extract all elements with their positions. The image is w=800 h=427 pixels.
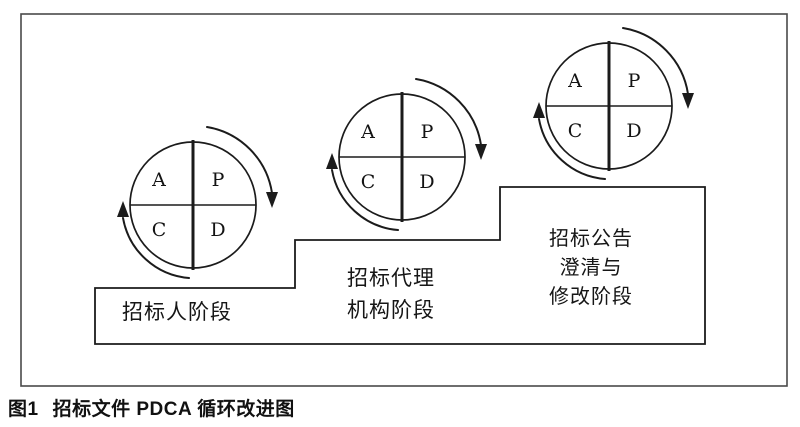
- quadrant-label-d: D: [210, 219, 225, 241]
- quadrant-label-a: A: [151, 169, 166, 191]
- pdca-diagram-svg: A P C D A P C D A: [20, 13, 788, 387]
- pdca-cycle-1: A P C D: [117, 126, 278, 279]
- step-label-announcement-stage: 招标公告 澄清与 修改阶段: [529, 225, 653, 312]
- arrowhead-up-icon: [533, 102, 545, 118]
- figure-title: 招标文件 PDCA 循环改进图: [52, 399, 295, 420]
- step-label-bidder-stage: 招标人阶段: [122, 299, 292, 327]
- quadrant-label-p: P: [212, 169, 225, 191]
- rotation-arrow-top-right: [622, 27, 689, 95]
- step-label-line: 修改阶段: [549, 286, 633, 308]
- step-label-line: 招标人阶段: [122, 301, 232, 324]
- rotation-arrow-bottom-left: [122, 217, 190, 279]
- rotation-arrow-top-right: [206, 126, 273, 194]
- figure-caption: 图1 招标文件 PDCA 循环改进图: [8, 394, 295, 421]
- rotation-arrow-bottom-left: [538, 118, 606, 180]
- step-label-agency-stage: 招标代理 机构阶段: [330, 263, 452, 327]
- diagram-border: [20, 13, 788, 387]
- arrowhead-up-icon: [117, 201, 129, 217]
- quadrant-label-c: C: [361, 171, 376, 193]
- staircase-outline: [94, 186, 706, 345]
- pdca-cycle-2: A P C D: [326, 78, 487, 231]
- rotation-arrow-top-right: [415, 78, 482, 146]
- arrowhead-up-icon: [326, 153, 338, 169]
- step-label-line: 招标公告: [549, 228, 633, 250]
- quadrant-label-d: D: [626, 120, 641, 142]
- rotation-arrow-bottom-left: [331, 169, 399, 231]
- quadrant-label-p: P: [421, 121, 434, 143]
- step-label-line: 澄清与: [559, 257, 623, 279]
- quadrant-label-a: A: [567, 70, 582, 92]
- arrowhead-down-icon: [475, 144, 487, 160]
- quadrant-label-c: C: [568, 120, 583, 142]
- quadrant-label-d: D: [419, 171, 434, 193]
- quadrant-label-a: A: [360, 121, 375, 143]
- quadrant-label-p: P: [628, 70, 641, 92]
- quadrant-label-c: C: [152, 219, 167, 241]
- arrowhead-down-icon: [682, 93, 694, 109]
- step-label-line: 机构阶段: [347, 299, 435, 322]
- pdca-cycle-3: A P C D: [533, 27, 694, 180]
- step-label-line: 招标代理: [347, 267, 435, 290]
- arrowhead-down-icon: [266, 192, 278, 208]
- figure-number: 图1: [8, 399, 39, 420]
